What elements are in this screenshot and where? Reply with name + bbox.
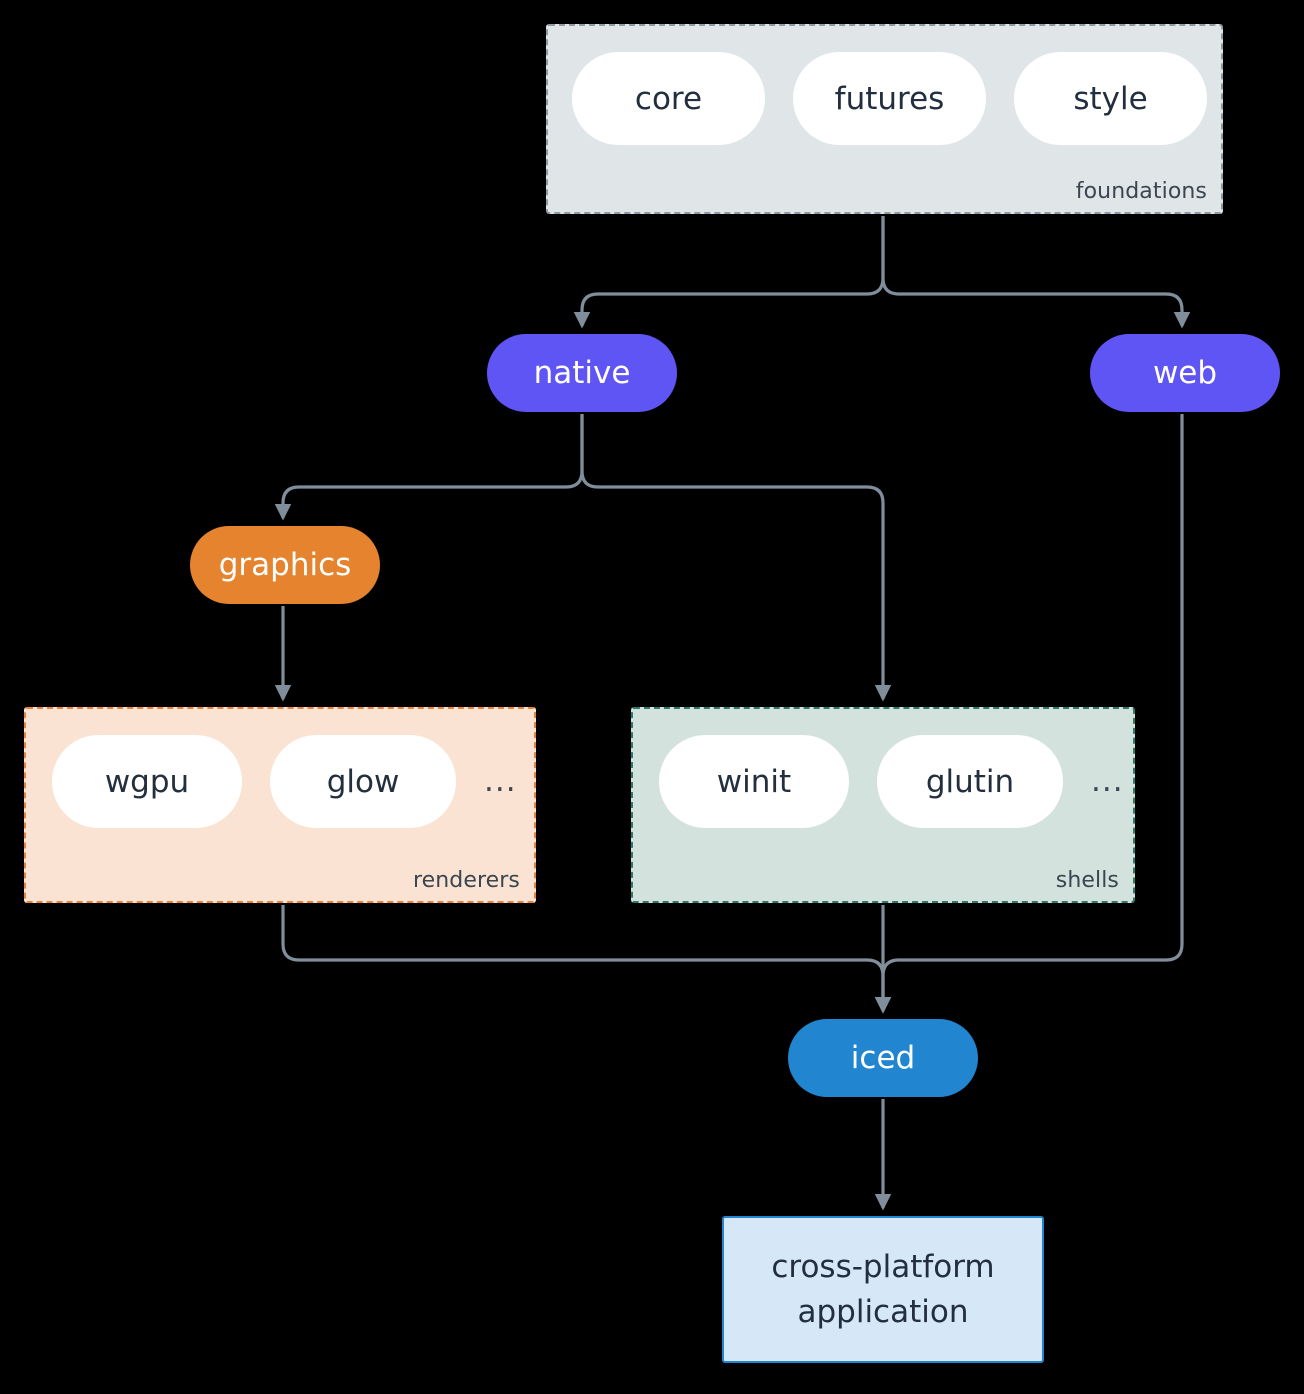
foundations-item-futures[interactable]: futures [793,52,986,145]
renderers-item-wgpu[interactable]: wgpu [52,735,242,828]
group-label-renderers: renderers [412,868,520,893]
renderers-item-glow[interactable]: glow [270,735,456,828]
group-shells: winit glutin ... shells [631,707,1135,903]
group-renderers: wgpu glow ... renderers [24,707,536,903]
edge-native-shells [580,414,892,702]
foundations-item-core[interactable]: core [572,52,765,145]
shells-item-winit[interactable]: winit [659,735,849,828]
group-label-foundations: foundations [1075,179,1207,204]
foundations-item-row: core futures style [572,52,1207,145]
node-cross-platform-application[interactable]: cross-platform application [722,1216,1044,1363]
edge-web-iced [874,414,1184,1014]
renderers-item-row: wgpu glow ... [52,735,517,828]
shells-item-row: winit glutin ... [659,735,1124,828]
application-label-line1: cross-platform [771,1248,995,1285]
edge-native-graphics [274,414,584,521]
shells-ellipsis: ... [1091,763,1124,799]
renderers-ellipsis: ... [484,763,517,799]
node-graphics[interactable]: graphics [190,526,380,604]
group-foundations: core futures style foundations [546,24,1223,214]
node-web[interactable]: web [1090,334,1280,412]
edge-foundations-native [573,216,885,329]
group-label-shells: shells [1055,868,1119,893]
node-native[interactable]: native [487,334,677,412]
shells-item-glutin[interactable]: glutin [877,735,1063,828]
application-label-line2: application [797,1293,969,1330]
node-iced[interactable]: iced [788,1019,978,1097]
edge-renderers-iced [281,905,892,1014]
edge-foundations-web [881,216,1191,329]
foundations-item-style[interactable]: style [1014,52,1207,145]
